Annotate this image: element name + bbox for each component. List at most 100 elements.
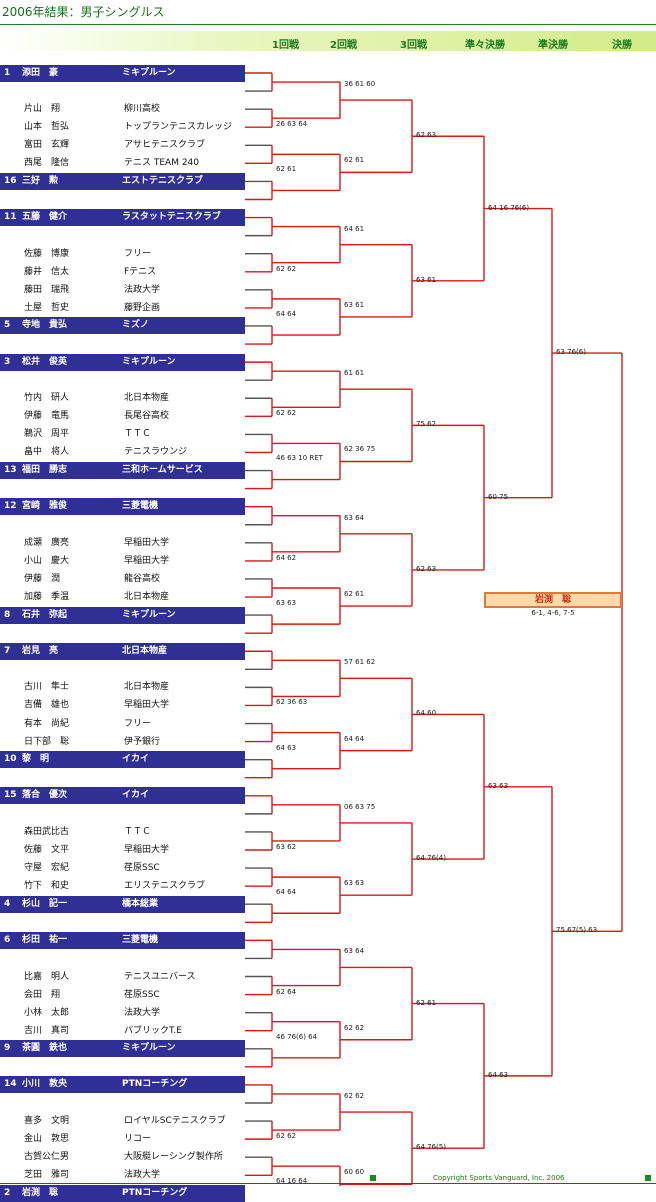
match-score: 61 61 [344,369,365,378]
player-name: 古賀公仁男 [24,1152,70,1163]
player-row: 喜多 文明ロイヤルSCテニスクラブ [0,1114,245,1128]
player-name: 会田 翔 [24,989,61,1000]
match-score: 06 63 75 [344,802,376,811]
player-row: 土屋 哲史 藤野企画 [0,301,245,315]
player-row: 佐藤 博康フリー [0,247,245,261]
player-club: フリー [124,248,152,259]
player-seed: 7 [4,645,11,656]
player-name: 土屋 哲史 [24,302,70,313]
seeded-player-row: 11 五藤 健介 ラスタットテニスクラブ [0,209,245,227]
player-club: 荏原SSC [124,989,160,1000]
match-score: 62 61 [276,165,297,174]
player-name: 藤井 信太 [24,266,70,277]
match-score: 63 64 [344,513,365,522]
player-row: 小山 慶大早稲田大学 [0,554,245,568]
player-club: テニス TEAM 240 [124,158,200,169]
match-score: 63 76(6) [556,348,586,357]
player-name: 加藤 季温 [24,592,70,603]
round-label-r2: 2回戦 [330,40,357,51]
player-row: 古賀公仁男大阪艇レーシング製作所 [0,1150,245,1164]
player-row: 日下部 聡伊予銀行 [0,735,245,749]
match-score: 64 64 [276,888,297,897]
player-club: 龍谷高校 [124,573,161,584]
player-club: エストテニスクラブ [122,175,204,186]
player-club: ラスタットテニスクラブ [122,212,221,223]
match-score: 62 36 75 [344,445,376,454]
match-score: 64 63 [488,1070,509,1079]
player-club: 三和ホームサービス [122,465,203,476]
player-club: 早稲田大学 [124,845,170,855]
seeded-player-row: 1 添田 豪 ミキプルーン [0,64,245,82]
player-club: トップランテニスカレッジ [124,122,233,133]
player-club: ＴＴＣ [124,826,152,837]
player-seed: 15 [4,790,17,801]
player-club: 早稲田大学 [124,555,170,566]
match-score: 62 61 [344,156,365,165]
player-club: リコー [124,1134,152,1145]
match-score: 26 63 64 [276,120,308,129]
player-name: 成瀬 廣亮 [24,537,70,548]
player-name: 五藤 健介 [22,212,68,223]
player-seed: 4 [4,898,11,909]
player-row: 金山 敦思リコー [0,1132,245,1146]
round-label-sf: 準決勝 [538,40,568,51]
player-club: アサヒテニスクラブ [124,140,206,151]
player-club: 藤野企画 [124,302,161,313]
match-score: 64 63 [276,743,297,752]
match-score: 64 60 [416,709,437,718]
match-score: 46 76(6) 64 [276,1032,318,1041]
player-seed: 16 [4,175,17,186]
match-score: 75 62 [416,420,437,429]
match-score: 63 63 [344,879,365,888]
match-score: 60 60 [344,1168,365,1177]
player-seed: 11 [4,212,17,223]
champion-score: 6-1, 4-6, 7-5 [531,609,575,617]
match-score: 64 16 76(6) [488,203,530,212]
player-name: 石井 弥起 [22,609,68,620]
player-name: 添田 豪 [22,67,59,78]
match-score: 64 16 64 [276,1177,308,1186]
player-row: 小林 太郎法政大学 [0,1006,245,1020]
player-club: 早稲田大学 [124,700,170,711]
player-seed: 13 [4,465,17,476]
player-name: 杉山 記一 [22,898,68,909]
player-club: ミキプルーン [122,67,176,78]
player-club: 北日本物産 [124,682,170,693]
player-row: 竹下 和史エリステニスクラブ [0,879,245,893]
match-score: 46 63 10 RET [276,454,323,463]
player-name: 伊藤 潤 [24,573,61,584]
player-seed: 1 [4,67,11,78]
player-name: 福田 勝志 [22,465,68,476]
player-name: 宮崎 雅俊 [22,501,68,512]
player-club: 三菱電機 [122,934,159,945]
player-name: 比嘉 明人 [24,971,70,982]
player-club: 法政大学 [124,284,161,295]
round-label-r1: 1回戦 [272,40,299,51]
player-row: 吉備 雄也早稲田大学 [0,698,245,712]
player-name: 吉川 真司 [24,1025,70,1036]
player-seed: 9 [4,1043,11,1054]
copyright: Copyright Sports Vanguard, Inc. 2006 [433,1174,565,1182]
match-score: 36 61 60 [344,80,376,89]
player-name: 日下部 聡 [24,736,70,747]
player-name: 落合 優次 [22,790,68,801]
match-score: 64 64 [276,309,297,318]
player-club: 北日本物産 [124,592,170,603]
player-row: 藤田 瑞飛法政大学 [0,283,245,297]
match-score: 60 75 [488,492,509,501]
player-row: 伊藤 潤 龍谷高校 [0,572,245,586]
player-name: 富田 玄輝 [24,140,70,151]
player-seed: 5 [4,320,11,331]
player-club: 法政大学 [124,1007,161,1018]
